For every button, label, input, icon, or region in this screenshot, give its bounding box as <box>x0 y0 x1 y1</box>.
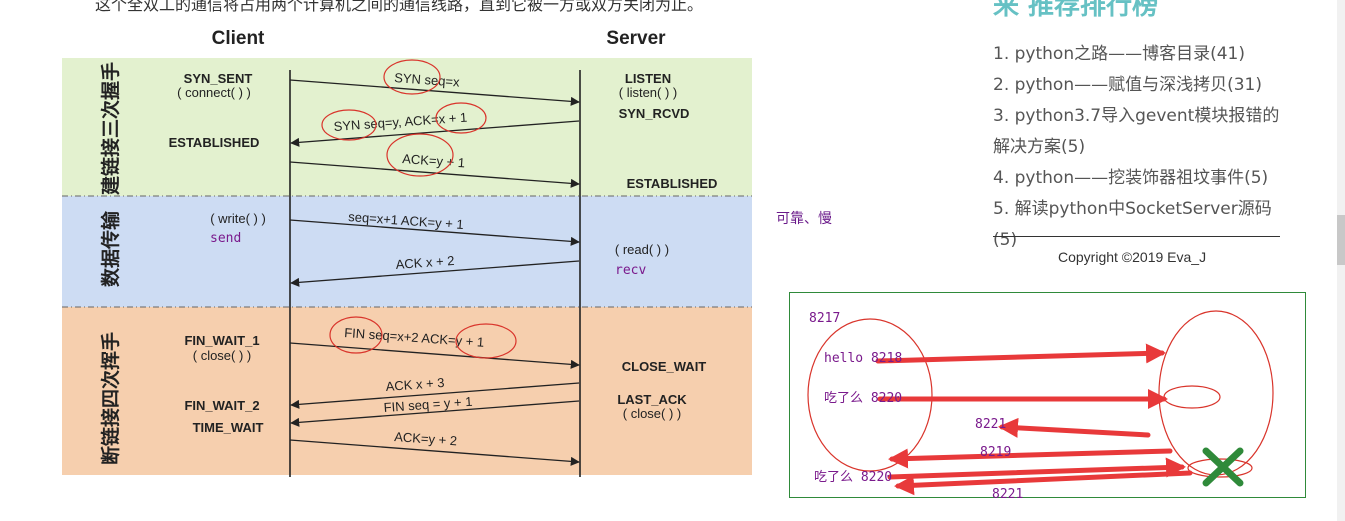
state-syn-rcvd: SYN_RCVD <box>619 106 690 121</box>
state-read: ( read( ) ) <box>615 242 669 257</box>
state-client-close: ( close( ) ) <box>193 348 252 363</box>
arrow-fin <box>289 342 580 369</box>
sketch-msg3: 吃了么 8220 <box>814 469 892 485</box>
buffer-circle <box>1187 458 1253 478</box>
state-syn-sent: SYN_SENT <box>184 71 253 86</box>
phase-handshake-bg <box>62 58 752 196</box>
tcp-handshake-diagram: Client Server 建链接三次握手 数据传输 断链接四次挥手 SYN_S… <box>62 25 752 480</box>
scrollbar[interactable] <box>1337 0 1345 521</box>
server-circle <box>1158 310 1274 476</box>
server-header: Server <box>606 28 666 49</box>
phase-label-transfer: 数据传输 <box>99 210 122 287</box>
arrow-data-ack <box>290 260 580 287</box>
sketch-msg2: 吃了么 8220 <box>824 390 902 406</box>
arrow-data <box>289 219 580 246</box>
arrow-last-ack <box>289 439 580 466</box>
client-header: Client <box>212 28 265 49</box>
state-time-wait: TIME_WAIT <box>193 420 264 435</box>
msg-server-fin: FIN seq = y + 1 <box>383 394 473 415</box>
state-connect: ( connect( ) ) <box>177 85 251 100</box>
divider <box>993 236 1280 237</box>
arrow-syn <box>289 79 580 106</box>
arrow-reply2 <box>888 448 1173 469</box>
arrow-msg1 <box>875 343 1166 364</box>
msg-data-ack: ACK x + 2 <box>395 253 455 272</box>
udp-sketch: 8217 hello 8218 吃了么 8220 8221 8219 吃了么 8… <box>789 292 1306 502</box>
ranking-item[interactable]: 3. python3.7导入gevent模块报错的解决方案(5) <box>993 106 1280 157</box>
state-write: ( write( ) ) <box>210 211 266 226</box>
state-server-established: ESTABLISHED <box>627 176 718 191</box>
arrow-server-fin <box>290 400 580 427</box>
copyright: Copyright ©2019 Eva_J <box>1058 249 1207 265</box>
arrow-reply3 <box>894 470 1193 496</box>
side-note: 可靠、慢 <box>776 211 832 227</box>
client-circle <box>807 318 933 472</box>
scrollbar-thumb[interactable] <box>1337 215 1345 265</box>
phase-teardown-bg <box>62 307 752 475</box>
sidebar-heading: 来 推荐排行榜 <box>993 0 1159 21</box>
arrow-fin-ack <box>290 382 580 409</box>
annotation-circle <box>455 323 517 359</box>
sketch-r3: 8221 <box>992 487 1023 499</box>
sketch-port-top: 8217 <box>809 311 840 326</box>
ranking-item[interactable]: 2. python——赋值与深浅拷贝(31) <box>993 75 1262 95</box>
sketch-r2: 8219 <box>980 445 1011 460</box>
msg-syn: SYN seq=x <box>394 70 461 90</box>
annotation-circle <box>321 109 377 141</box>
annotation-circle <box>329 316 383 354</box>
send-note: send <box>210 231 241 246</box>
state-listen-call: ( listen( ) ) <box>619 85 678 100</box>
state-server-close: ( close( ) ) <box>623 406 682 421</box>
msg-fin-ack: ACK x + 3 <box>385 375 445 394</box>
ranking-item[interactable]: 4. python——挖装饰器祖坟事件(5) <box>993 168 1269 188</box>
state-close-wait: CLOSE_WAIT <box>622 359 707 374</box>
state-fin-wait-1: FIN_WAIT_1 <box>184 333 259 348</box>
recv-note: recv <box>615 263 646 278</box>
arrow-ack <box>289 161 580 188</box>
state-fin-wait-2: FIN_WAIT_2 <box>184 398 259 413</box>
annotation-circle <box>386 133 454 177</box>
buffer-circle <box>1163 385 1221 409</box>
msg-ack: ACK=y + 1 <box>402 151 466 170</box>
annotation-circle <box>435 102 487 134</box>
phase-transfer-bg <box>62 196 752 307</box>
ranking-list: 1. python之路——博客目录(41) 2. python——赋值与深浅拷贝… <box>993 39 1283 256</box>
state-last-ack: LAST_ACK <box>617 392 687 407</box>
msg-last-ack: ACK=y + 2 <box>394 429 458 448</box>
annotation-circle <box>383 59 441 95</box>
ranking-item[interactable]: 1. python之路——博客目录(41) <box>993 44 1245 64</box>
ranking-item[interactable]: 5. 解读python中SocketServer源码(5) <box>993 199 1272 250</box>
cross-icon <box>1202 447 1244 487</box>
phase-label-teardown: 断链接四次挥手 <box>99 332 122 465</box>
article-intro-text: 这个全双工的通信将占用两个计算机之间的通信线路，直到它被一方或双方关闭为止。 <box>95 0 704 14</box>
sketch-r1: 8221 <box>975 417 1006 432</box>
arrow-reply1 <box>998 417 1151 438</box>
state-client-established: ESTABLISHED <box>169 135 260 150</box>
arrow-msg3 <box>887 457 1186 480</box>
state-listen: LISTEN <box>625 71 671 86</box>
phase-label-handshake: 建链接三次握手 <box>99 62 122 195</box>
sketch-msg1: hello 8218 <box>824 351 902 366</box>
